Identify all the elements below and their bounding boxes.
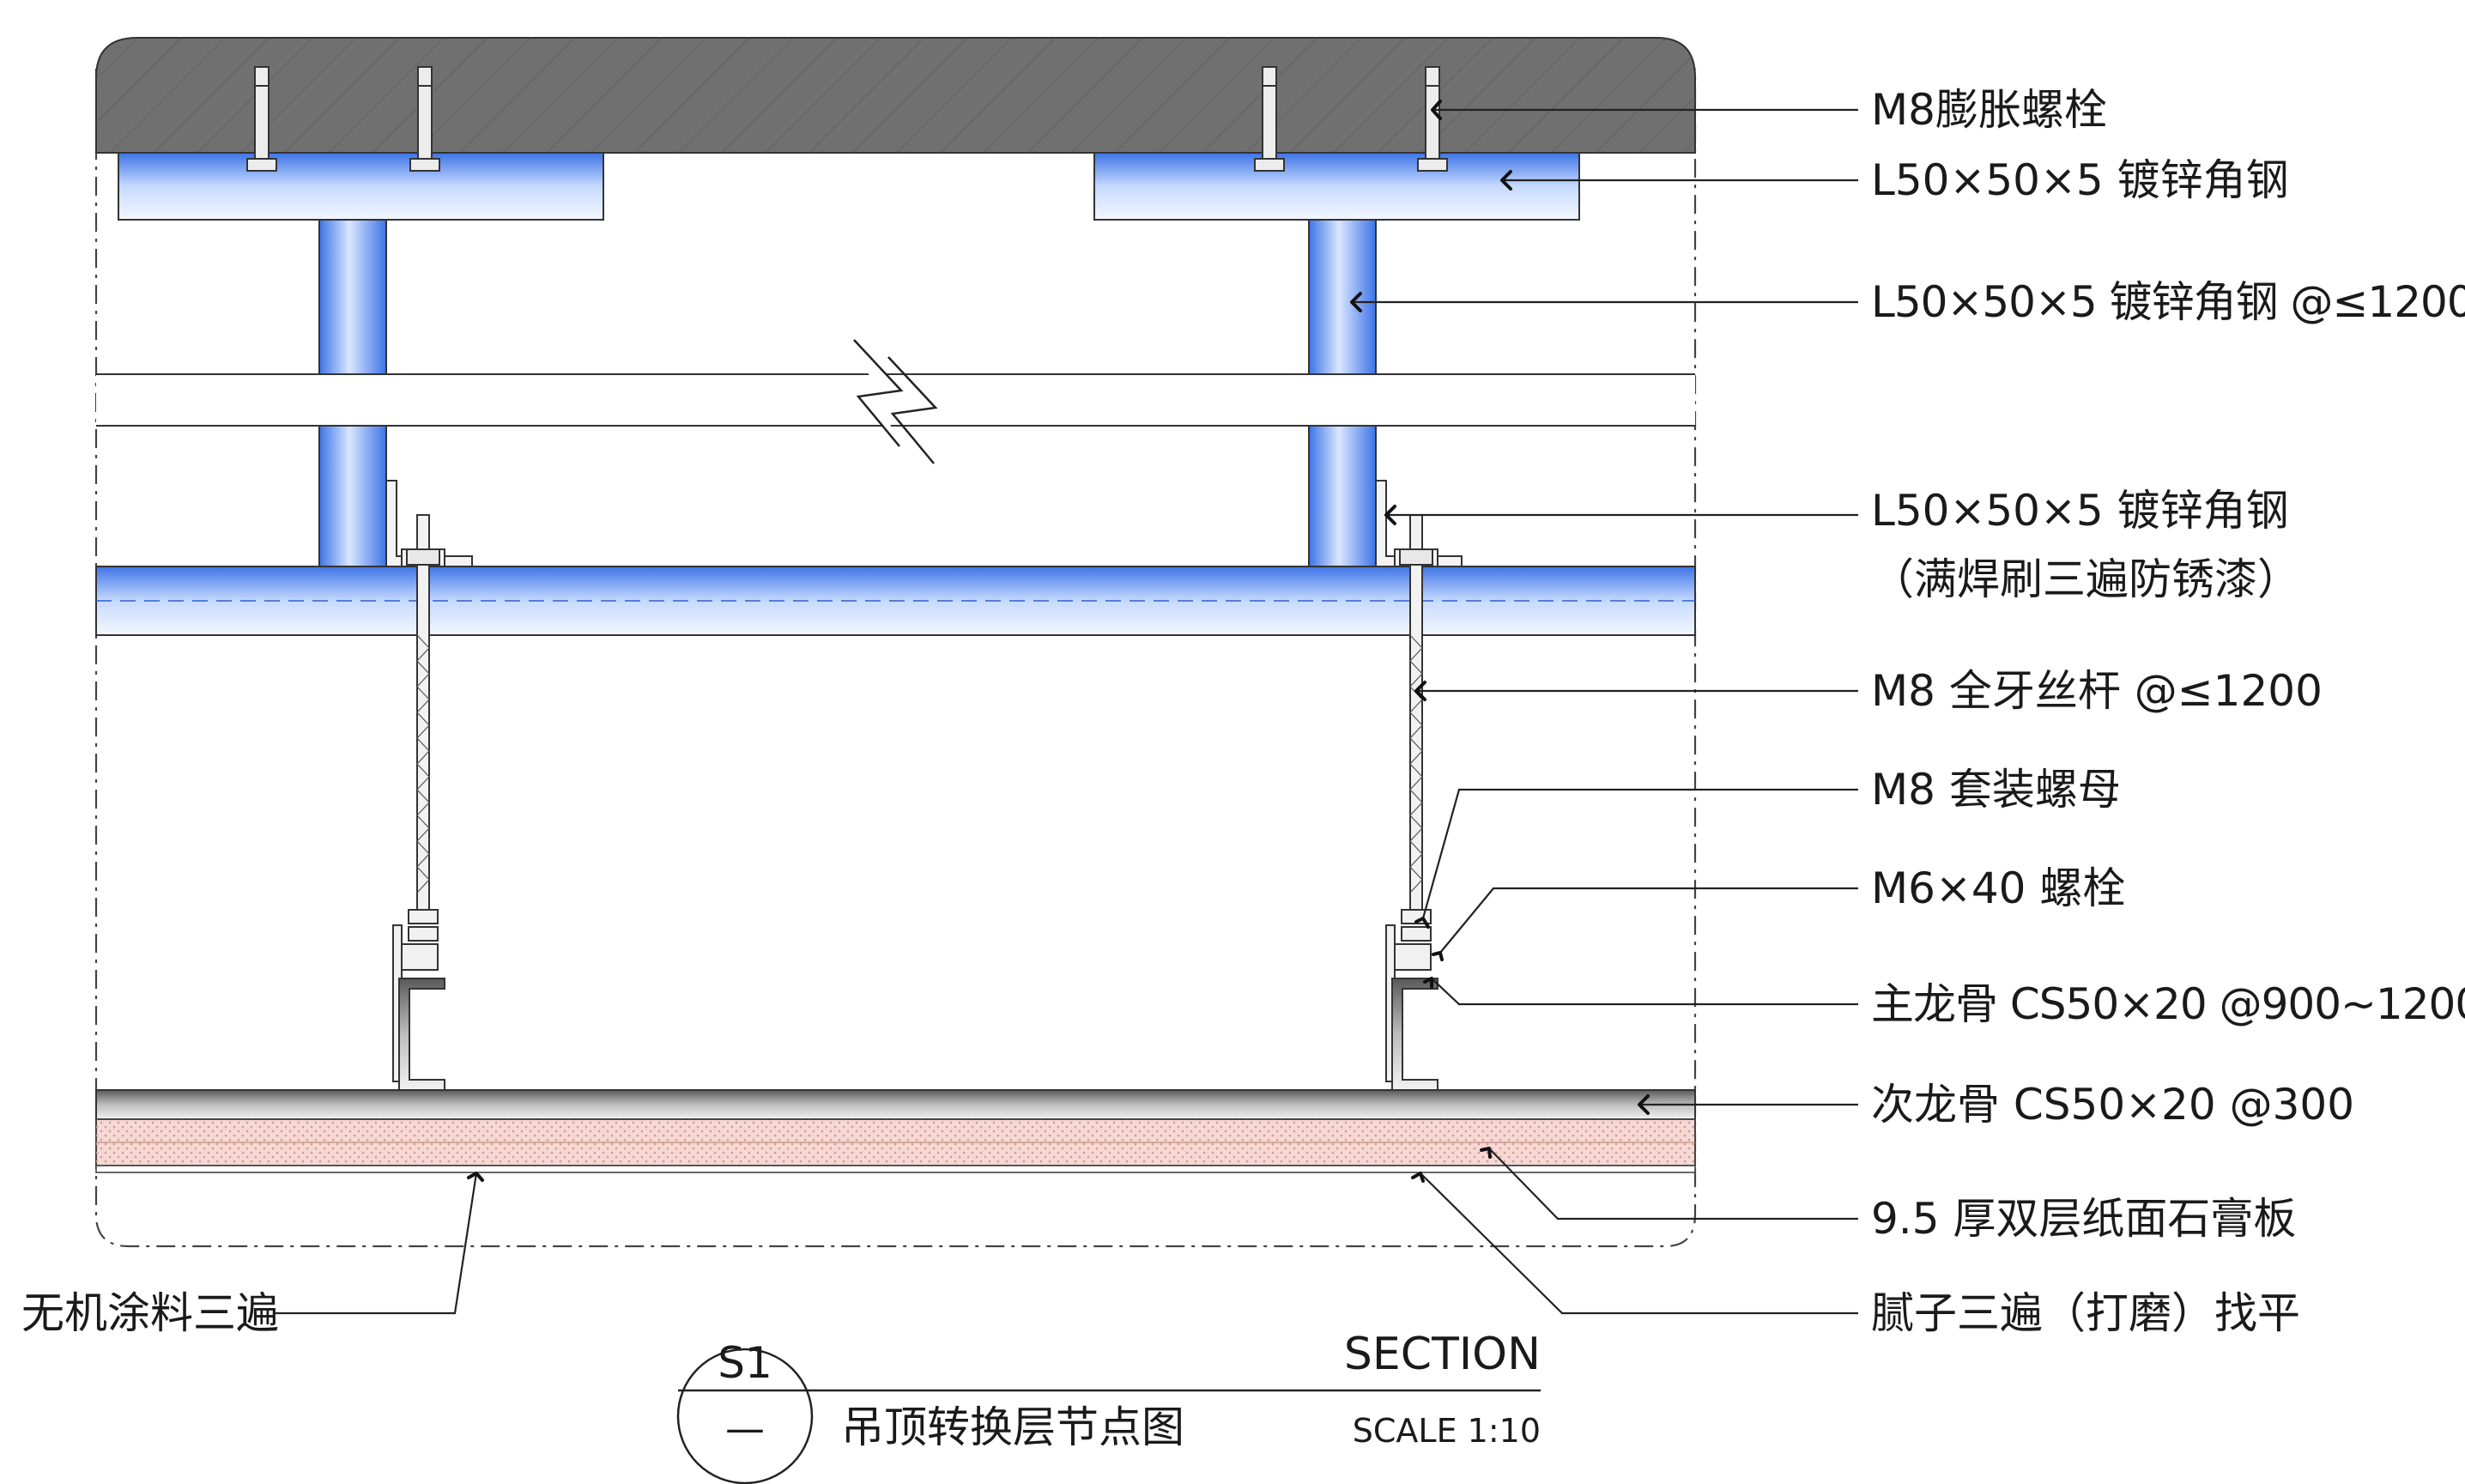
callout-angle-steel-weld-line1: L50×50×5 镀锌角钢 [1871, 486, 2289, 536]
callout-coating: 无机涂料三遍 [21, 1288, 279, 1338]
secondary-keel [95, 1089, 1696, 1120]
section-sheet: — [725, 1405, 765, 1451]
section-marker-circle [676, 1348, 814, 1484]
callout-angle-steel-top: L50×50×5 镀锌角钢 [1871, 155, 2289, 205]
callout-labels: M8膨胀螺栓 L50×50×5 镀锌角钢 L50×50×5 镀锌角钢 @≤120… [21, 85, 2465, 1338]
callout-bolt-m6: M6×40 螺栓 [1871, 863, 2125, 913]
section-label: SECTION [1344, 1329, 1541, 1380]
section-boundary [94, 69, 1697, 1248]
expansion-bolts [246, 66, 1448, 172]
section-id: S1 [718, 1338, 772, 1388]
callout-threaded-rod: M8 全牙丝杆 @≤1200 [1871, 666, 2323, 716]
callout-secondary-keel: 次龙骨 CS50×20 @300 [1871, 1080, 2354, 1130]
title-block: S1 — SECTION 吊顶转换层节点图 SCALE 1:10 [676, 1329, 1541, 1484]
leader-ticks [467, 100, 1650, 1183]
callout-putty: 腻子三遍（打磨）找平 [1871, 1288, 2300, 1338]
gypsum-boards [95, 1118, 1696, 1166]
leader-lines [275, 108, 1858, 1315]
concrete-slab [95, 37, 1696, 154]
putty-layer [95, 1165, 1696, 1173]
main-keels [398, 978, 1438, 1091]
angle-steel-top-left [118, 152, 604, 221]
callout-gypsum-board: 9.5 厚双层纸面石膏板 [1871, 1194, 2296, 1244]
hanger-assemblies [392, 909, 1432, 1082]
callout-angle-steel-weld-line2: （满焊刷三遍防锈漆） [1871, 554, 2300, 604]
drawing-title: 吊顶转换层节点图 [841, 1402, 1184, 1452]
break-line [96, 339, 1695, 464]
callout-main-keel: 主龙骨 CS50×20 @900~1200 [1871, 979, 2465, 1029]
angle-clips [385, 480, 1463, 567]
transfer-beam [95, 566, 1696, 636]
callout-nut-set: M8 套装螺母 [1871, 765, 2121, 815]
callout-angle-steel-post: L50×50×5 镀锌角钢 @≤1200 [1871, 277, 2465, 327]
drawing-scale: SCALE 1:10 [1353, 1412, 1541, 1450]
callout-expansion-bolt: M8膨胀螺栓 [1871, 85, 2107, 135]
